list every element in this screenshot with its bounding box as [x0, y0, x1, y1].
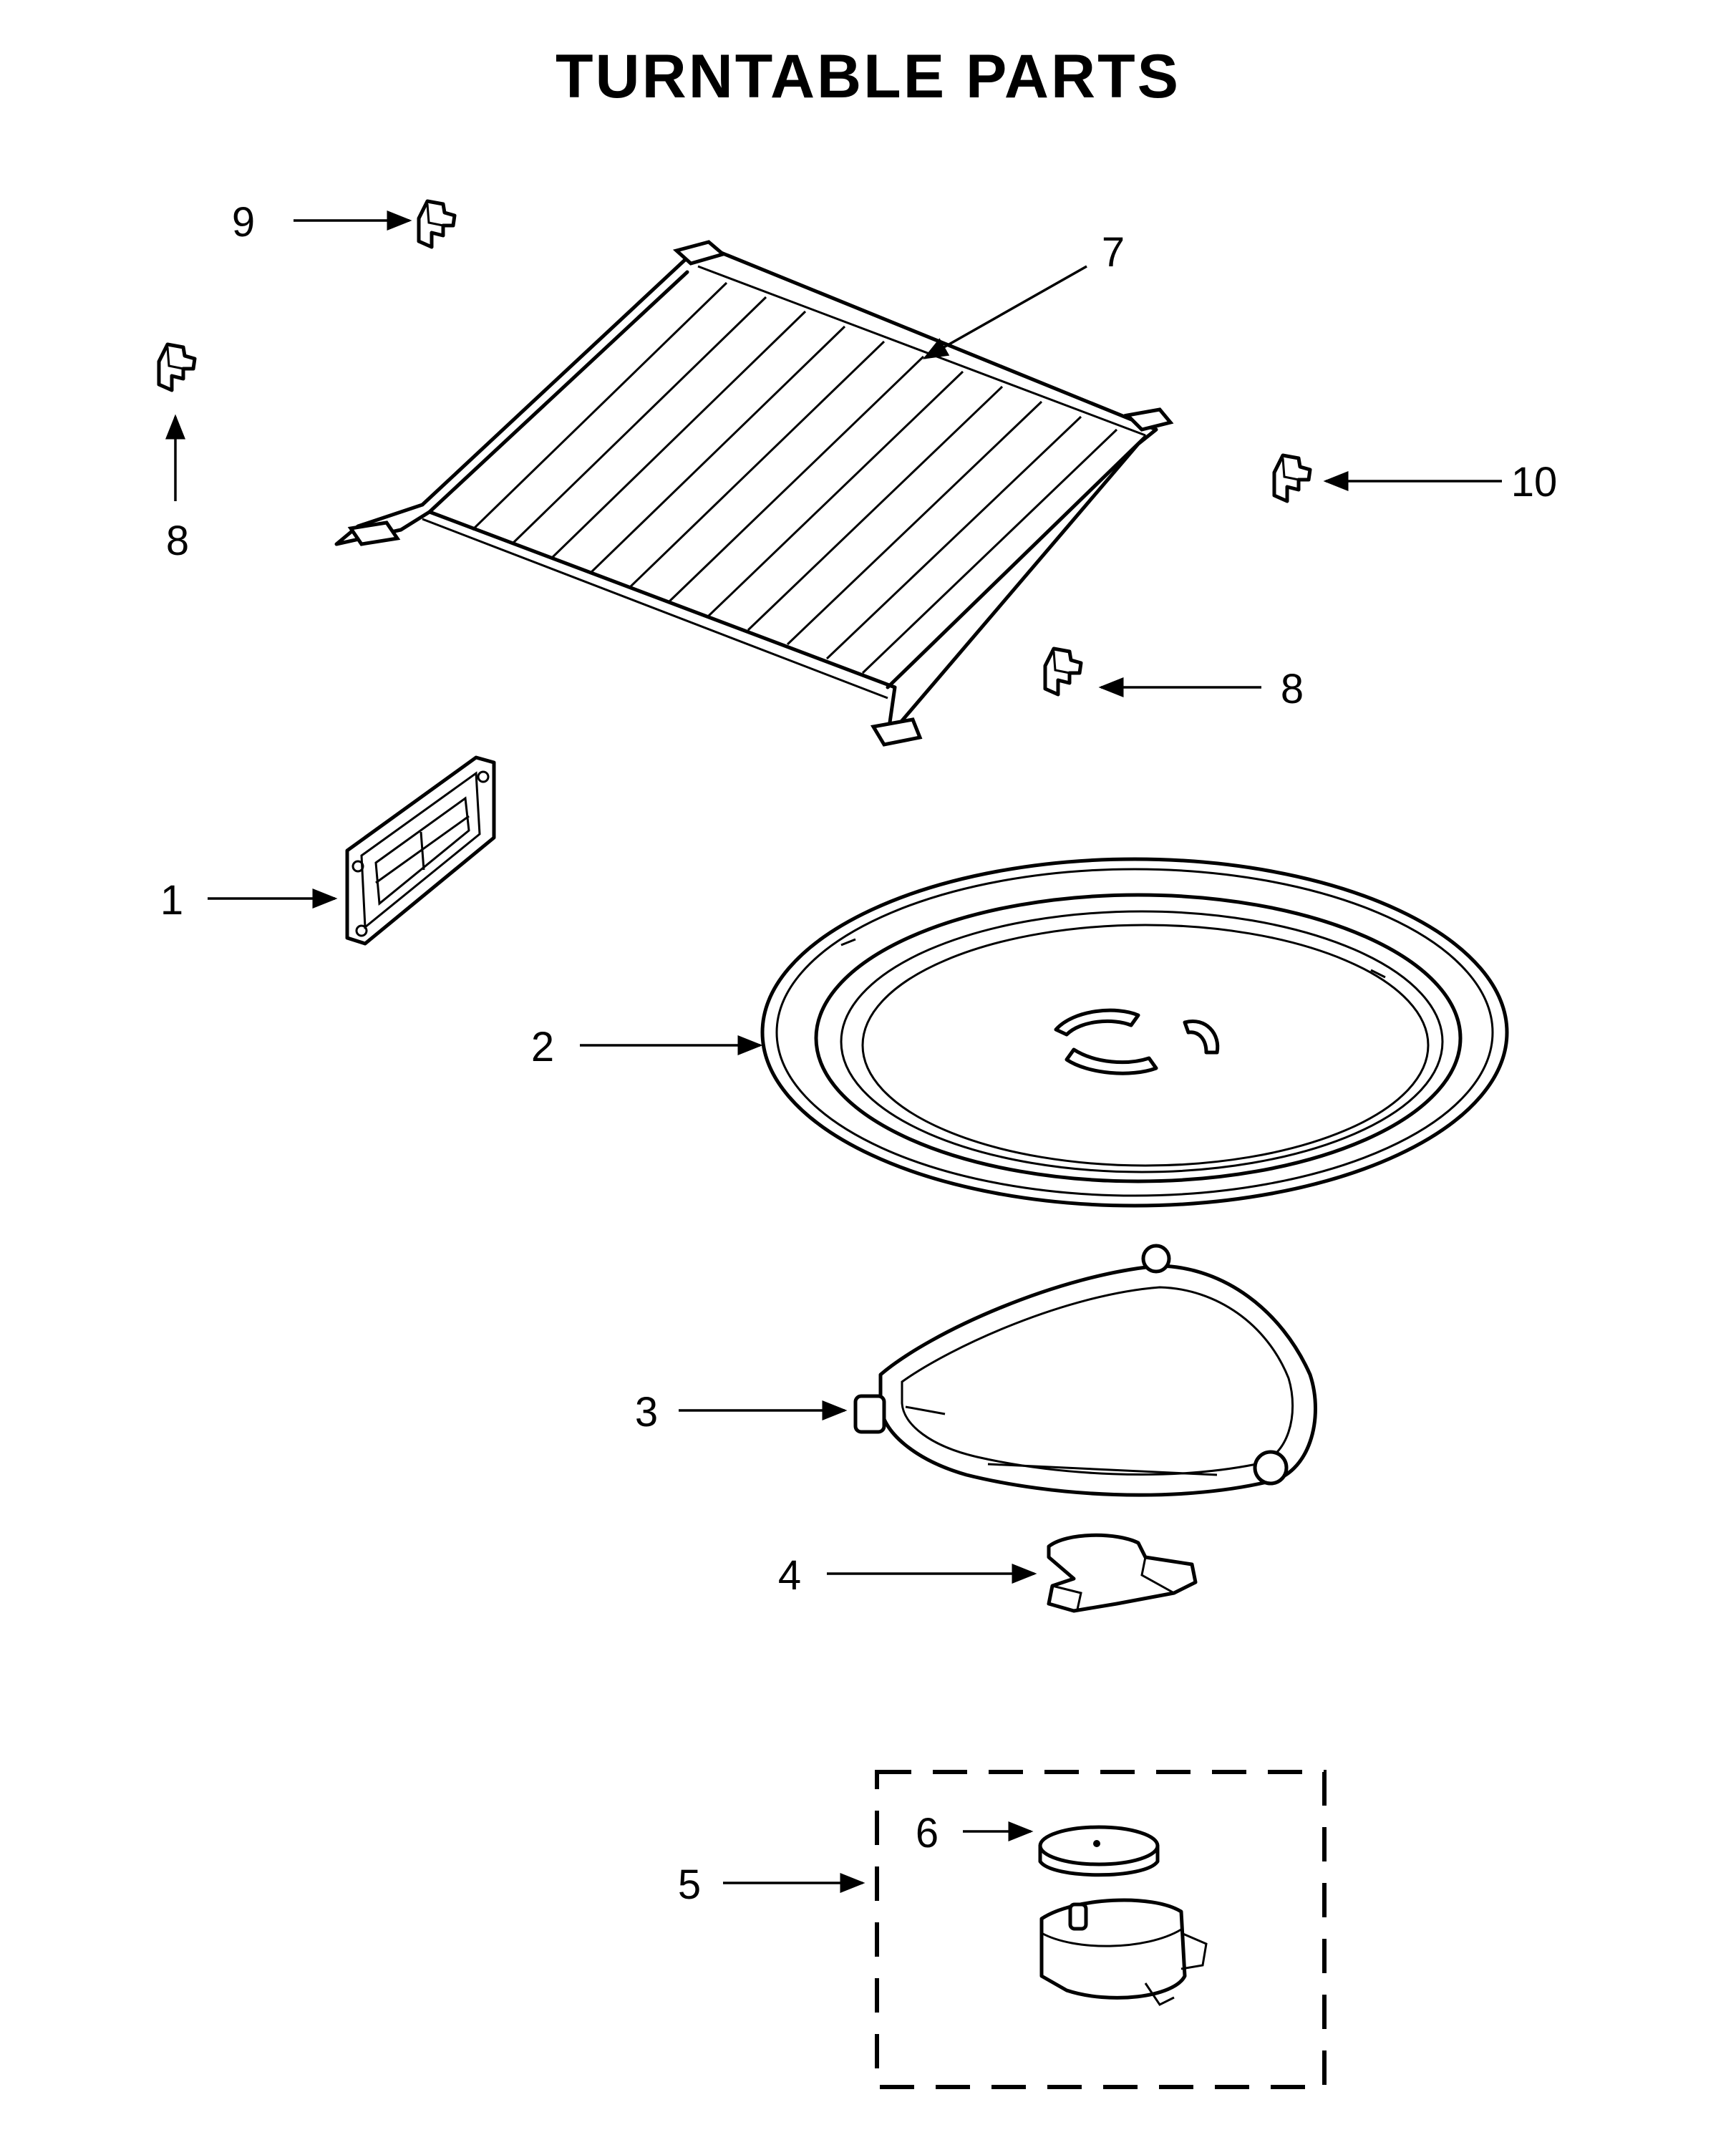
callout-10: 10: [1511, 459, 1558, 505]
callout-2: 2: [531, 1024, 554, 1070]
part-9-clip: [417, 199, 457, 249]
part-7-wire-rack: [334, 240, 1174, 747]
callout-8: 8: [1281, 666, 1304, 712]
callout-8: 8: [166, 518, 189, 564]
callout-3: 3: [635, 1389, 658, 1435]
callout-6: 6: [916, 1810, 939, 1856]
part-3-roller-ring: [853, 1244, 1317, 1497]
part-8-clip-right: [1043, 647, 1083, 697]
part-4-coupler: [1047, 1533, 1198, 1613]
part-10-clip: [1272, 453, 1312, 503]
callout-7: 7: [1102, 229, 1125, 276]
callout-1: 1: [160, 877, 183, 924]
part-6-motor-disc: [1038, 1825, 1160, 1877]
part-1-filter-frame: [345, 755, 496, 946]
part-5-motor-kit: [875, 1770, 1327, 2089]
part-2-turntable-tray: [760, 857, 1509, 1208]
leader-7: [922, 265, 1087, 359]
callout-4: 4: [778, 1552, 801, 1599]
part-8-clip-left: [157, 342, 197, 392]
page-title: TURNTABLE PARTS: [555, 42, 1181, 111]
callout-5: 5: [678, 1861, 701, 1908]
callout-9: 9: [232, 199, 255, 246]
